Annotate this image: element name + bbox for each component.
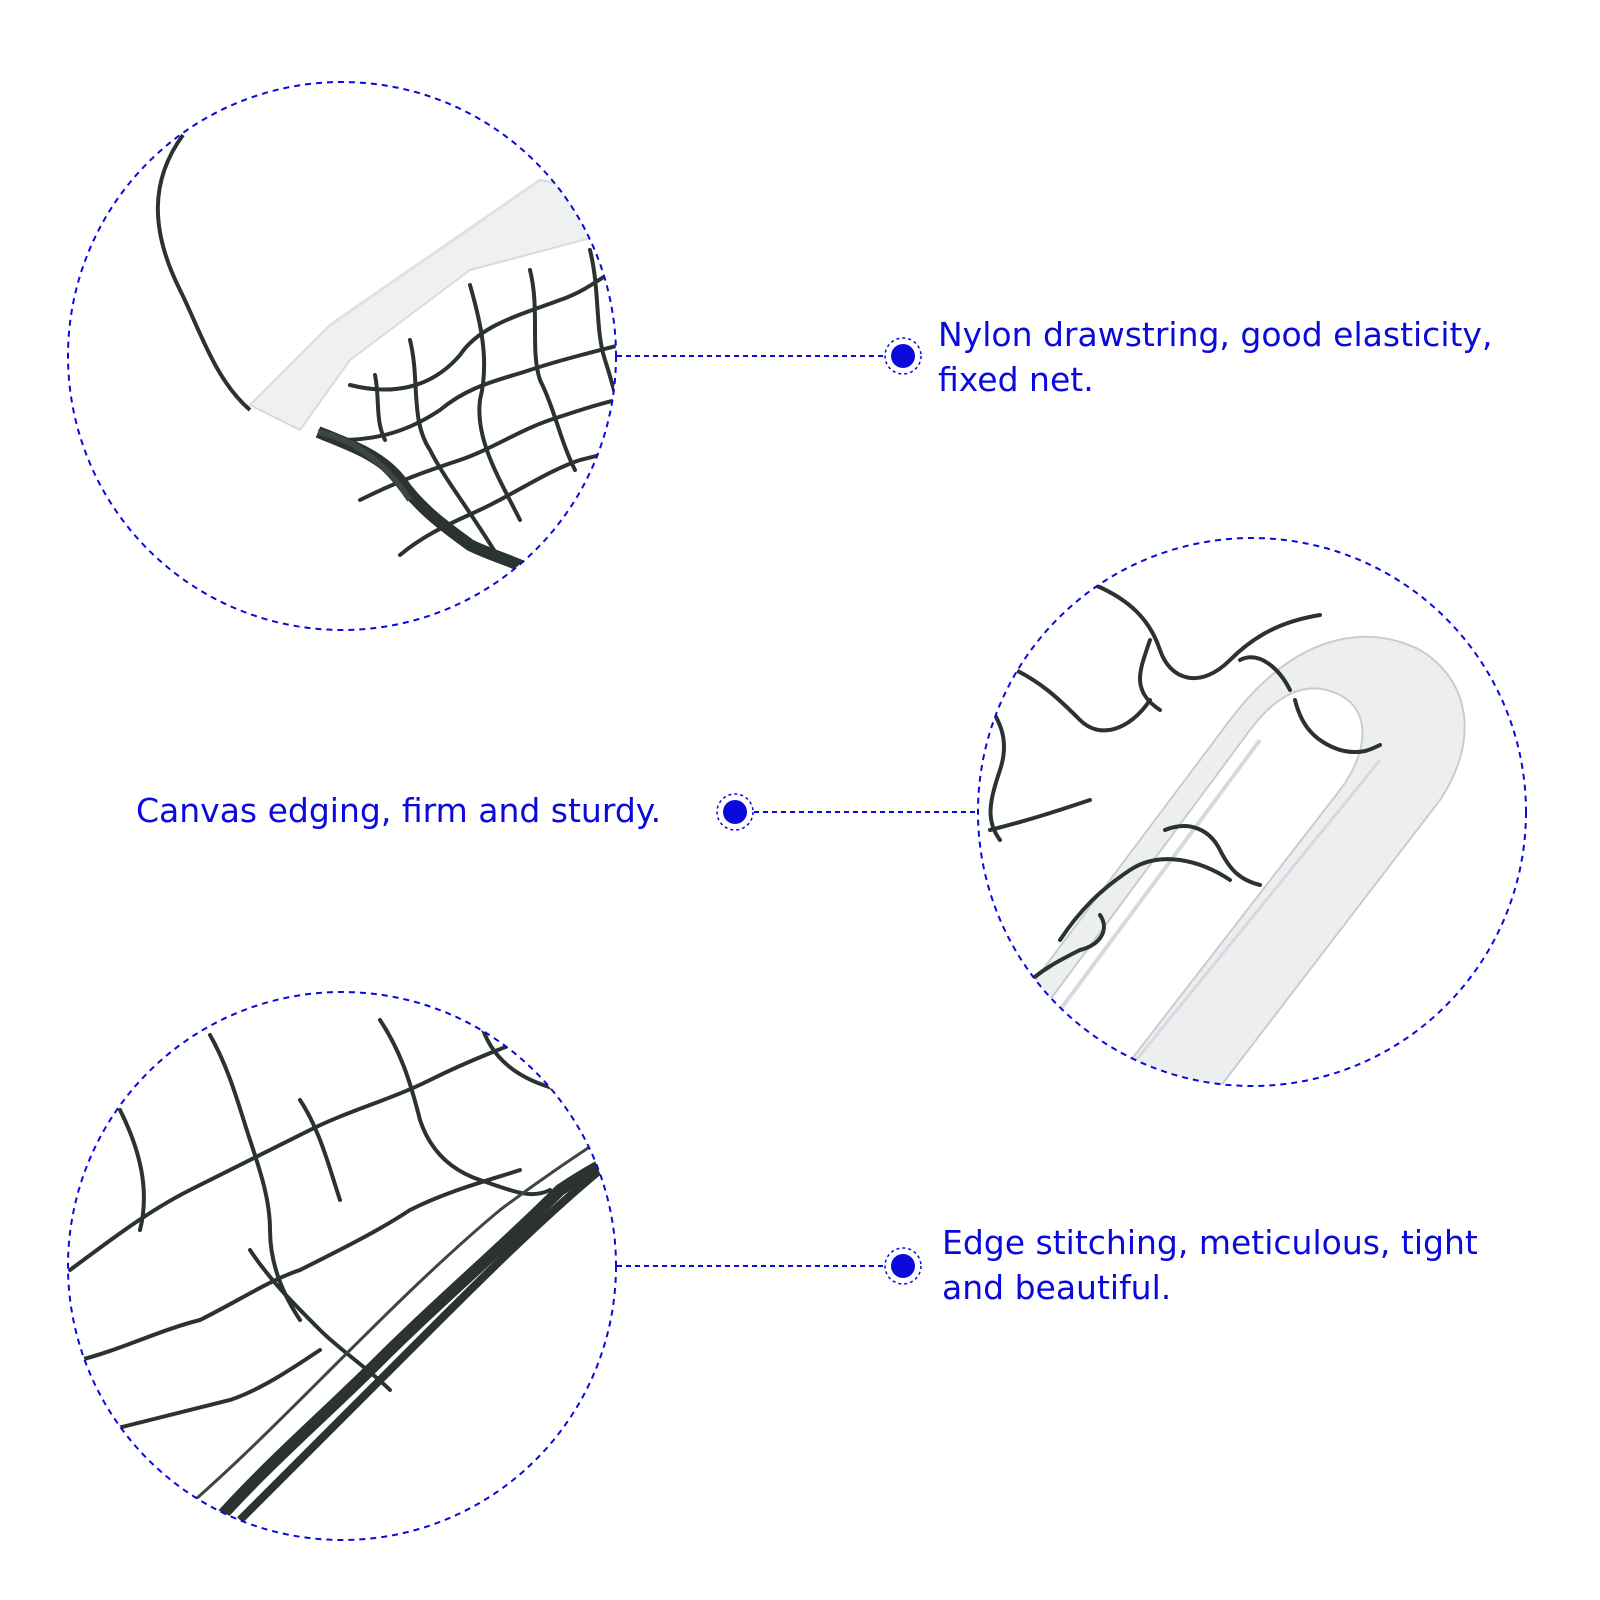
leader-edge-stitching [617, 1247, 922, 1285]
detail-circle-drawstring [67, 81, 617, 631]
detail-circle-edge-stitching [67, 991, 617, 1541]
edge-stitching-image [68, 992, 616, 1540]
detail-circle-canvas-edging [977, 537, 1527, 1087]
caption-line: and beautiful. [942, 1268, 1172, 1307]
caption-canvas-edging: Canvas edging, firm and sturdy. [136, 788, 661, 833]
leader-drawstring [617, 337, 922, 375]
caption-line: Canvas edging, firm and sturdy. [136, 791, 662, 830]
marker-dot [891, 344, 915, 368]
marker-dot [723, 800, 747, 824]
net-drawstring-image [68, 82, 616, 630]
caption-line: Edge stitching, meticulous, tight [942, 1223, 1478, 1262]
caption-nylon-drawstring: Nylon drawstring, good elasticity, fixed… [938, 312, 1492, 402]
caption-line: fixed net. [938, 360, 1094, 399]
caption-line: Nylon drawstring, good elasticity, [938, 315, 1493, 354]
marker-dot [891, 1254, 915, 1278]
canvas-edging-image [978, 538, 1526, 1086]
leader-canvas-edging [716, 793, 978, 831]
caption-edge-stitching: Edge stitching, meticulous, tight and be… [942, 1220, 1478, 1310]
